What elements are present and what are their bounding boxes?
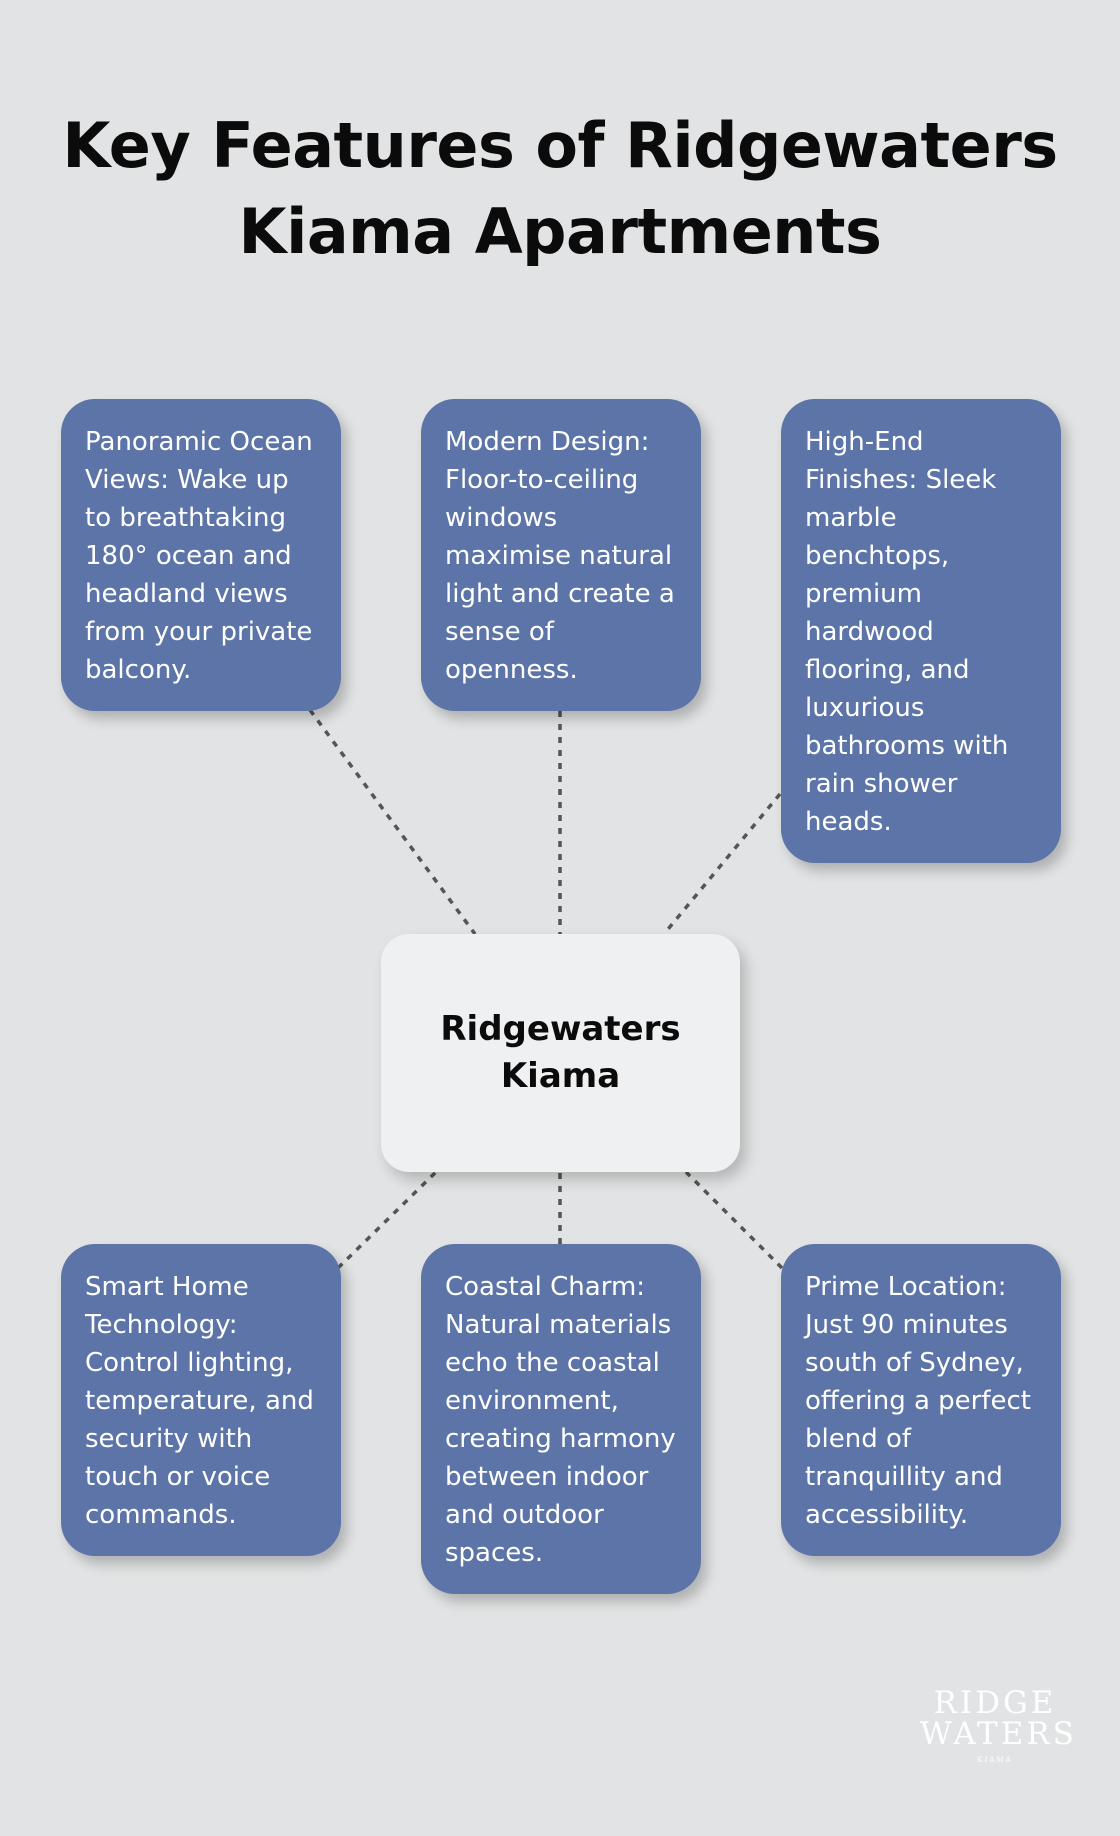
feature-card-ocean-views: Panoramic Ocean Views: Wake up to breath… [61,399,341,711]
feature-text: Smart Home Technology: Control lighting,… [85,1272,314,1530]
logo-line-3: KIAMA [977,1756,1013,1764]
hub-line-1: Ridgewaters [440,1009,681,1049]
page-title: Key Features of Ridgewaters Kiama Apartm… [0,103,1120,275]
connector-smart-home [336,1170,438,1270]
hub-line-2: Kiama [500,1056,621,1096]
feature-card-prime-location: Prime Location: Just 90 minutes south of… [781,1244,1061,1556]
title-line-1: Key Features of Ridgewaters [62,109,1058,182]
feature-card-coastal-charm: Coastal Charm: Natural materials echo th… [421,1244,701,1594]
feature-text: High-End Finishes: Sleek marble benchtop… [805,427,1009,837]
brand-logo: RIDGE WATERS KIAMA [920,1685,1077,1765]
logo-line-1: RIDGE [933,1685,1057,1721]
feature-text: Panoramic Ocean Views: Wake up to breath… [85,427,313,685]
feature-text: Coastal Charm: Natural materials echo th… [445,1272,676,1568]
feature-card-smart-home: Smart Home Technology: Control lighting,… [61,1244,341,1556]
hub-node: Ridgewaters Kiama [381,934,740,1172]
feature-text: Prime Location: Just 90 minutes south of… [805,1272,1032,1530]
feature-text: Modern Design: Floor-to-ceiling windows … [445,427,675,685]
feature-card-modern-design: Modern Design: Floor-to-ceiling windows … [421,399,701,711]
logo-line-2: WATERS [920,1716,1077,1752]
connector-ocean-views [308,708,477,936]
connector-prime-location [684,1170,784,1270]
feature-card-high-end-finishes: High-End Finishes: Sleek marble benchtop… [781,399,1061,863]
connector-high-end-finishes [662,792,782,936]
title-line-2: Kiama Apartments [238,195,882,268]
